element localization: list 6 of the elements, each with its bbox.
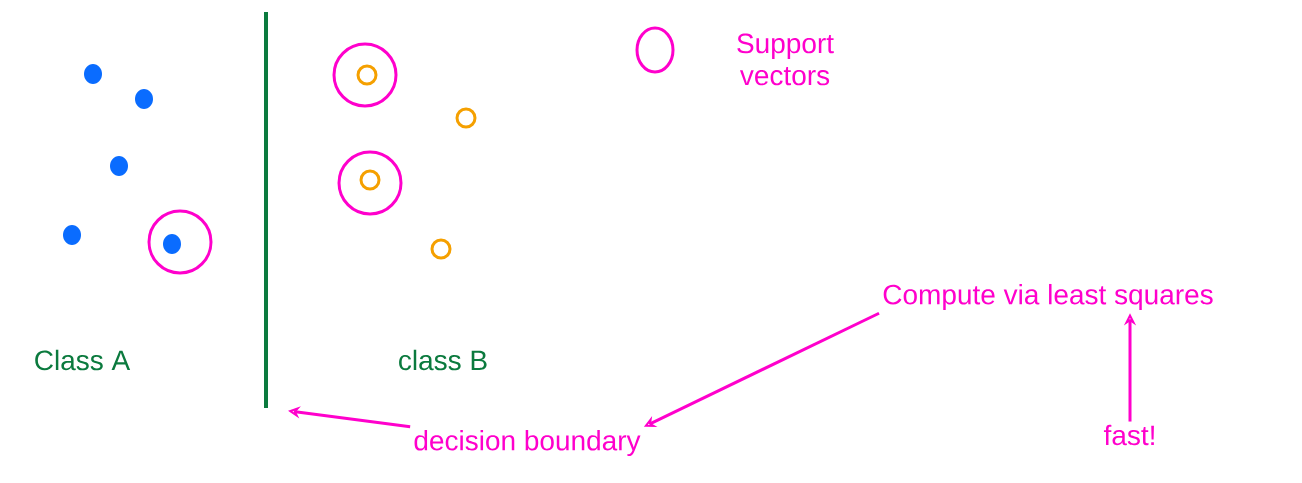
annotation-text: decision boundary: [414, 429, 641, 457]
legend-label: Support vectors: [737, 33, 834, 86]
annotation-text: fast!: [1103, 424, 1154, 446]
class-label: class B: [399, 349, 487, 371]
class-label: Class A: [35, 349, 131, 371]
annotation-text: Compute via least squares: [883, 283, 1213, 311]
